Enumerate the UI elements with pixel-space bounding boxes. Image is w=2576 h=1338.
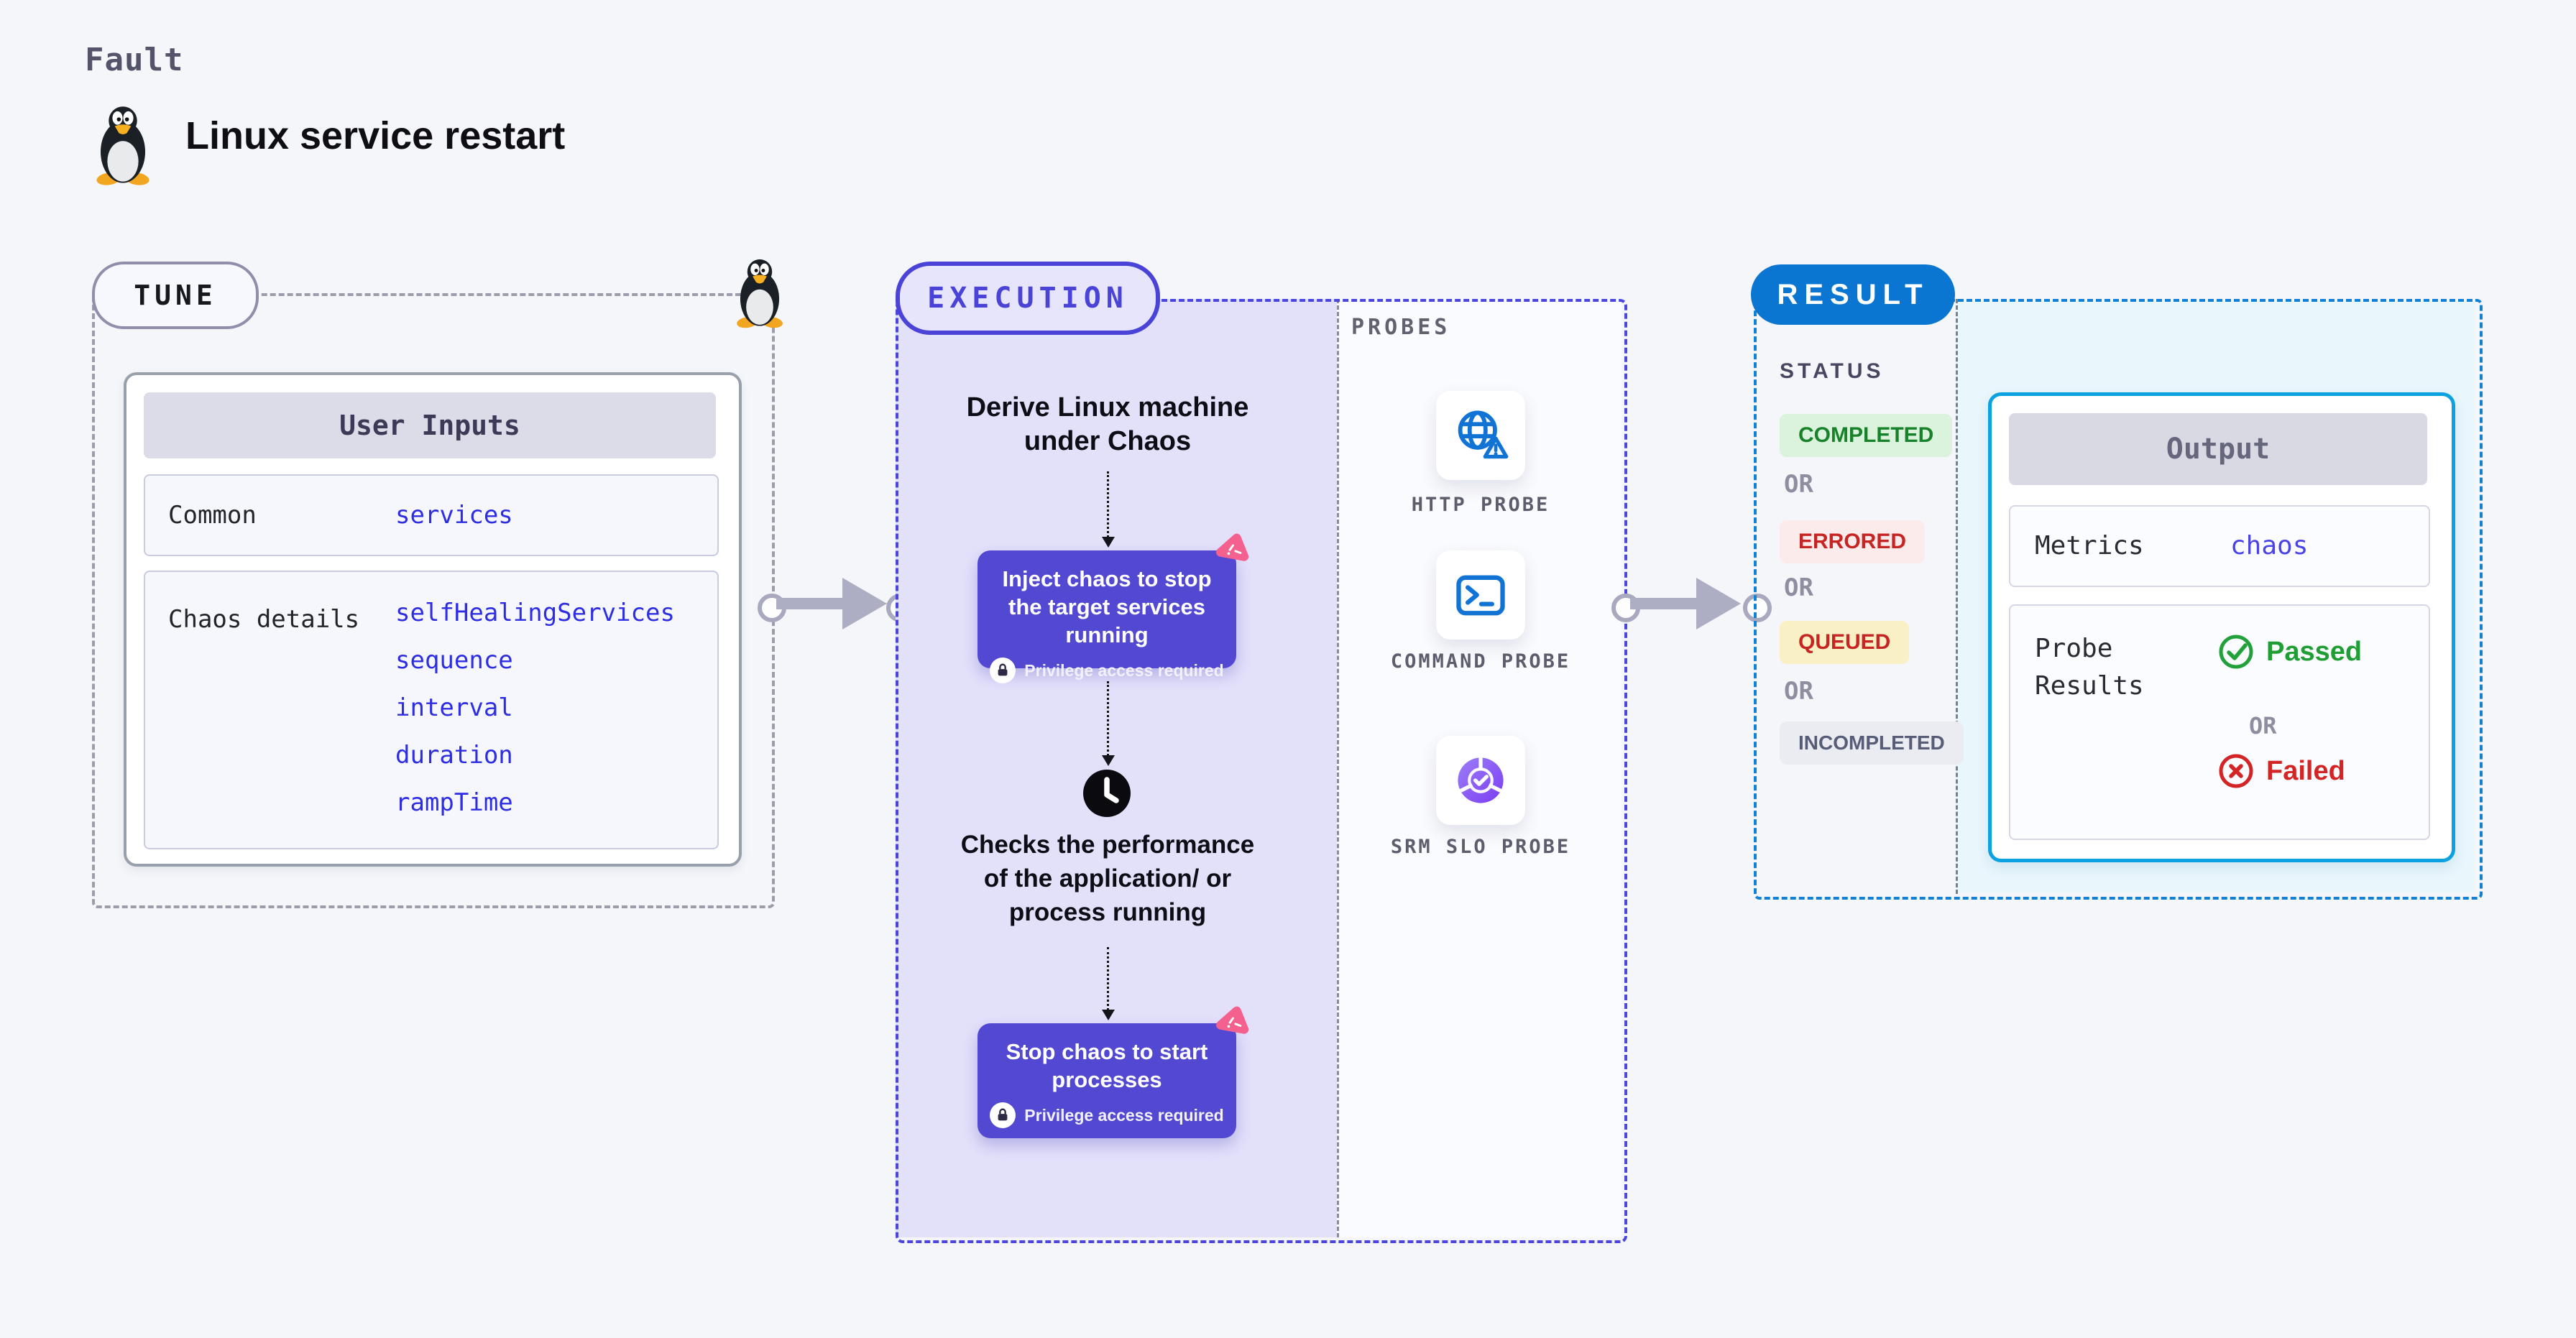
privilege-label: Privilege access required (1024, 1105, 1224, 1125)
probe-label: HTTP PROBE (1411, 494, 1550, 516)
row-values-list: selfHealingServices sequence interval du… (395, 589, 675, 826)
fault-eyebrow: Fault (85, 42, 184, 78)
row-label: Common (168, 501, 257, 530)
metrics-value: chaos metrics (2230, 531, 2340, 640)
row-value: services (395, 501, 513, 530)
arrow-line (776, 598, 848, 609)
metrics-label: Metrics (2035, 531, 2144, 560)
row-value: sequence (395, 646, 513, 675)
probe-results-row: Probe Results Passed OR Failed (2009, 604, 2430, 840)
command-probe-card (1436, 550, 1525, 640)
output-title: Output (2009, 413, 2427, 485)
privilege-label: Privilege access required (1024, 660, 1224, 680)
row-value: duration (395, 741, 513, 770)
privilege-row: Privilege access required (978, 658, 1236, 683)
status-badge-completed: COMPLETED (1780, 414, 1953, 457)
arrow-line (1630, 598, 1702, 609)
srm-slo-probe-icon (1458, 757, 1504, 803)
probes-section-label: PROBES (1351, 315, 1451, 340)
passed-label: Passed (2266, 636, 2363, 667)
or-separator: OR (1784, 470, 1813, 499)
tux-penguin-icon-small (737, 259, 783, 328)
row-value: interval (395, 693, 513, 722)
flow-connector-arrow (1102, 947, 1115, 1020)
row-label: Chaos details (168, 605, 360, 634)
status-badge-incompleted: INCOMPLETED (1780, 721, 1964, 765)
failed-result: Failed (2217, 752, 2345, 790)
or-separator: OR (2249, 712, 2277, 739)
arrow-head-icon (842, 578, 887, 629)
step-checks-text: Checks the performance of the applicatio… (960, 831, 1255, 926)
step-title: Inject chaos to stop the target services… (1002, 566, 1212, 647)
status-badge-queued: QUEUED (1780, 621, 1910, 664)
execution-badge: EXECUTION (896, 262, 1160, 335)
page-title: Linux service restart (185, 114, 566, 157)
chaos-logo-icon (1216, 1006, 1249, 1034)
tune-badge: TUNE (92, 262, 259, 329)
http-probe-card (1436, 391, 1525, 480)
command-probe-icon (1456, 575, 1505, 616)
step-derive-text: Derive Linux machine under Chaos (966, 392, 1249, 456)
table-row: Chaos details selfHealingServices sequen… (144, 571, 719, 849)
srm-slo-probe-card (1436, 736, 1525, 825)
result-status-divider (1956, 299, 1958, 894)
x-circle-icon (2219, 754, 2253, 788)
privilege-row: Privilege access required (978, 1102, 1236, 1128)
passed-result: Passed (2217, 633, 2362, 670)
step-title: Stop chaos to start processes (1006, 1039, 1208, 1092)
tux-penguin-icon (96, 106, 150, 185)
table-row: Common services (144, 474, 719, 556)
probe-label: SRM SLO PROBE (1390, 836, 1571, 858)
arrow-head-icon (1696, 578, 1741, 629)
failed-label: Failed (2266, 755, 2345, 786)
or-separator: OR (1784, 677, 1813, 706)
status-badge-errored: ERRORED (1780, 520, 1926, 563)
user-inputs-card: User Inputs Common services Chaos detail… (124, 372, 742, 867)
metrics-row: Metrics chaos metrics (2009, 505, 2430, 640)
execution-probes-divider (1337, 299, 1339, 1237)
check-circle-icon (2219, 635, 2253, 669)
user-inputs-title: User Inputs (144, 392, 716, 458)
or-separator: OR (1784, 573, 1813, 602)
output-card: Output Metrics chaos metrics Probe Resul… (1988, 392, 2455, 862)
status-heading: STATUS (1780, 359, 1885, 383)
stop-chaos-step: Stop chaos to start processes Privilege … (978, 1023, 1236, 1138)
clock-icon (1083, 770, 1131, 817)
row-value: selfHealingServices (395, 599, 675, 627)
lock-icon (990, 658, 1016, 683)
inject-chaos-step: Inject chaos to stop the target services… (978, 550, 1236, 683)
probe-results-label: Probe Results (2035, 634, 2144, 701)
flow-connector-arrow (1102, 681, 1115, 766)
row-value: rampTime (395, 788, 513, 817)
probe-label: COMMAND PROBE (1390, 650, 1571, 673)
connector-end-ring (1743, 594, 1772, 622)
lock-icon (990, 1102, 1016, 1128)
flow-connector-arrow (1102, 471, 1115, 548)
chaos-logo-icon (1216, 533, 1249, 561)
result-badge: RESULT (1751, 264, 1955, 325)
http-probe-icon (1458, 410, 1509, 459)
